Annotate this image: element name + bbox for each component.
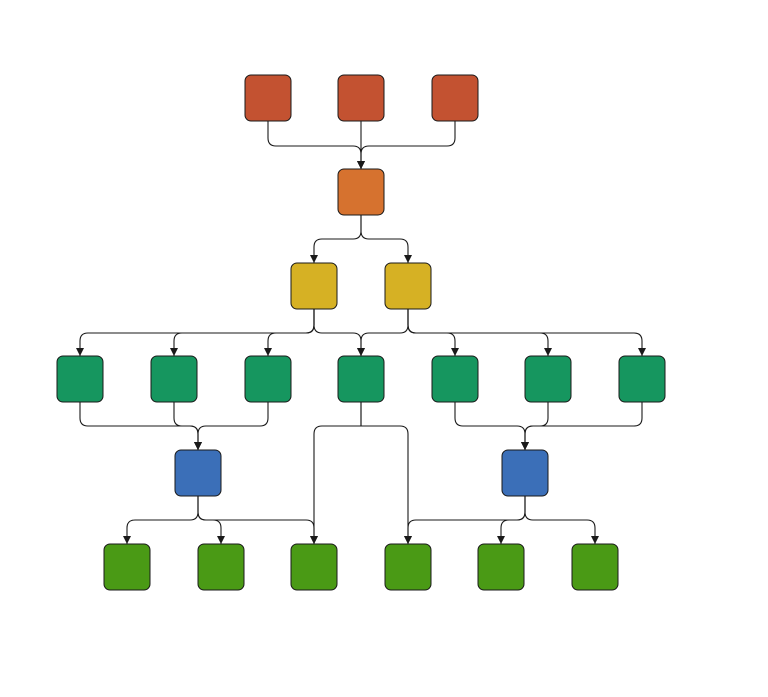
node-b1 [337, 168, 385, 216]
edge-d7-to-e2 [521, 402, 643, 450]
edge-a1-to-b1 [267, 121, 365, 169]
edge-c2-to-d7 [407, 309, 646, 356]
node-f6 [571, 543, 619, 591]
edge-d2-to-e1 [173, 402, 202, 450]
edge-d4-to-f4 [360, 402, 412, 544]
edge-d3-to-e1 [194, 402, 269, 450]
edge-c2-to-d4 [357, 309, 409, 356]
node-d5 [431, 355, 479, 403]
nodes-layer [56, 74, 666, 591]
node-f5 [477, 543, 525, 591]
edges-layer [76, 121, 646, 544]
node-d1 [56, 355, 104, 403]
node-c1 [290, 262, 338, 310]
edge-a3-to-b1 [357, 121, 456, 169]
edge-b1-to-c2 [360, 215, 412, 263]
edge-e2-to-f6 [524, 496, 599, 544]
node-d3 [244, 355, 292, 403]
edge-e2-to-f5 [497, 496, 526, 544]
node-d2 [150, 355, 198, 403]
node-e2 [501, 449, 549, 497]
edge-d5-to-e2 [454, 402, 529, 450]
node-f4 [384, 543, 432, 591]
node-a3 [431, 74, 479, 122]
edge-c1-to-d3 [264, 309, 315, 356]
node-a2 [337, 74, 385, 122]
edge-e1-to-f3 [197, 496, 318, 544]
node-d7 [618, 355, 666, 403]
node-f2 [197, 543, 245, 591]
node-e1 [174, 449, 222, 497]
edge-c1-to-d4 [313, 309, 365, 356]
node-d6 [524, 355, 572, 403]
edge-e1-to-f1 [123, 496, 199, 544]
node-f1 [103, 543, 151, 591]
node-f3 [290, 543, 338, 591]
node-a1 [244, 74, 292, 122]
node-d4 [337, 355, 385, 403]
edge-d4-to-f3 [310, 402, 362, 544]
node-c2 [384, 262, 432, 310]
edge-b1-to-c1 [310, 215, 362, 263]
